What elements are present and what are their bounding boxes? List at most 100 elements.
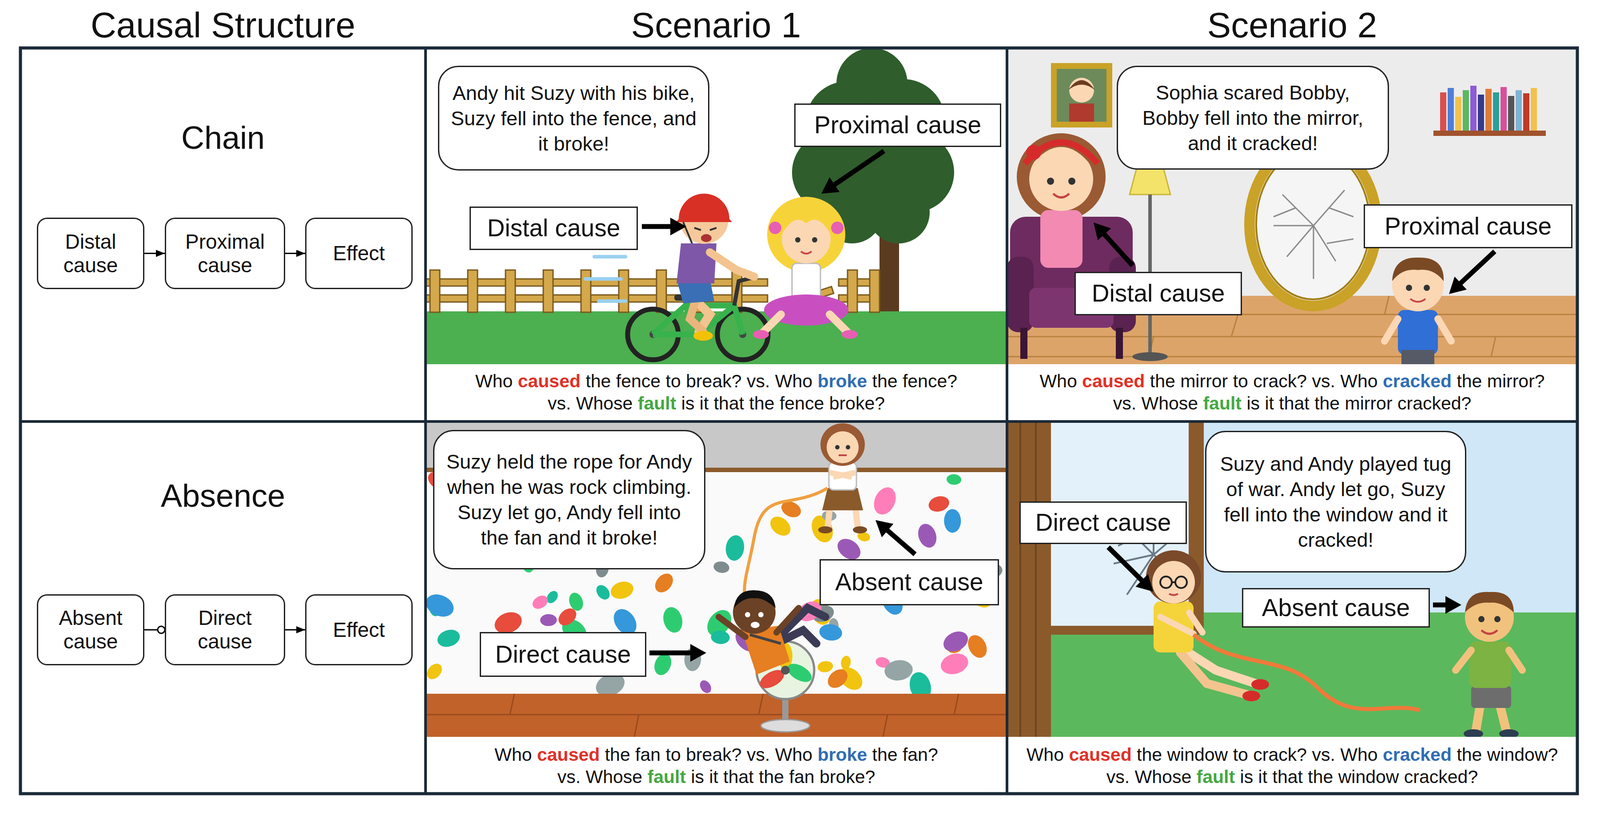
causal-link [144,629,165,631]
question-word: the [749,393,775,414]
boy-bobby [1384,257,1452,365]
callout-arrow [670,217,687,236]
question-word: to [1233,744,1249,765]
question-word: caused [517,370,581,392]
climbing-hold [816,660,834,674]
girl-suzy [795,237,801,243]
question-word: Whose [585,766,643,788]
rope [1193,634,1421,711]
climbing-hold [824,665,852,692]
girl-sophia [1040,210,1083,268]
node-text: Direct cause [173,606,277,654]
question-word [1227,744,1233,765]
girl-sitting [1169,593,1179,596]
structure-cell: Andy hit Suzy with his bike, Suzy fell i… [425,47,1007,422]
question-word [580,370,586,392]
question-word [1136,393,1142,414]
question-word: caused [1082,370,1145,392]
girl-suzy [811,237,818,243]
question-text: Who caused the window to crack? vs. Who … [1008,743,1577,789]
question-word [744,393,749,414]
armchair [1115,327,1123,359]
girl-belayer [829,472,856,478]
question-word [694,393,700,414]
falling-boy [750,621,760,629]
tug-of-war-scene [1008,422,1051,737]
question-word: fence [616,370,661,392]
girl-sitting [1180,652,1247,695]
question-word [1398,766,1404,788]
column-heading: Scenario 2 [1207,3,1378,47]
question-text: Who caused the fan to break? vs. Who bro… [426,743,1006,789]
callout-arrow [1459,251,1495,285]
climbing-hold [818,622,844,643]
question-word: mirror [1345,393,1393,414]
callout-label: Proximal cause [1363,204,1573,249]
question-word [741,370,747,392]
boy-andy [1471,685,1512,709]
bike-scene [426,49,1006,365]
fan [760,719,810,733]
bike-scene [426,49,1006,365]
girl-suzy [800,251,812,254]
question-word [1248,370,1254,392]
bookshelf [1455,96,1462,131]
girl-suzy [752,196,858,339]
bookshelf [1500,87,1507,131]
question-word [1227,370,1233,392]
question-word: fan [789,766,815,788]
boy-bobby [1423,284,1430,291]
callout-label: Proximal cause [794,103,1002,148]
heading-slot: Scenario 1 [631,3,801,47]
girl-sophia [1053,193,1070,198]
question-word [685,766,691,788]
boy-on-bike [676,193,733,223]
climbing-scene [426,422,1006,737]
callout-arrow [1432,596,1462,614]
tug-of-war-scene [1188,422,1204,631]
question-word: vs. [1311,744,1335,765]
girl-suzy [781,205,831,235]
node-text: Proximal cause [814,111,982,140]
question-text: Who caused the fence to break? vs. Who b… [426,370,1006,415]
girl-belayer [818,526,833,534]
question-word [1175,370,1181,392]
question-word [570,393,576,414]
node-text: Absent cause [1261,593,1410,622]
question-word: vs. [1106,766,1130,788]
tug-of-war-scene [1006,421,1578,739]
question-word: fence [779,393,824,414]
structure-cell: Absent causeDirect causeEffectAbsence [20,421,426,794]
row-heading: Chain [21,119,425,156]
question-word: Whose [576,393,633,414]
girl-sophia [1026,144,1042,160]
question-word: the [758,766,785,788]
question-word: Who [1340,370,1378,392]
node-text: Suzy held the rope for Andy when he was … [443,449,696,551]
callout-arrow [875,520,916,555]
boy-on-bike [585,256,626,302]
question-word: fault [647,766,686,788]
question-word: crack? [1253,370,1307,392]
climbing-hold [939,627,972,656]
lamp [1129,167,1171,195]
bookshelf [1470,85,1477,131]
question-text: Who caused the mirror to crack? vs. Who … [1008,370,1577,415]
falling-boy [758,612,764,618]
structure-cell: Distal causeProximal causeEffectChain [20,47,426,422]
climbing-hold [710,629,731,645]
question-word [1248,744,1254,765]
boy-bobby [1397,310,1438,355]
girl-sitting [1152,561,1195,604]
grid-frame [20,47,1578,794]
question-word: vs. [557,766,581,788]
climbing-hold [869,483,900,518]
cracked-mirror [1256,149,1370,300]
question-word: that [723,766,754,788]
speech-bubble: Sophia scared Bobby, Bobby fell into the… [1116,65,1390,170]
girl-sophia [1068,177,1076,185]
girl-suzy [767,196,846,273]
boy-andy [1455,592,1523,737]
girl-suzy [768,221,782,235]
